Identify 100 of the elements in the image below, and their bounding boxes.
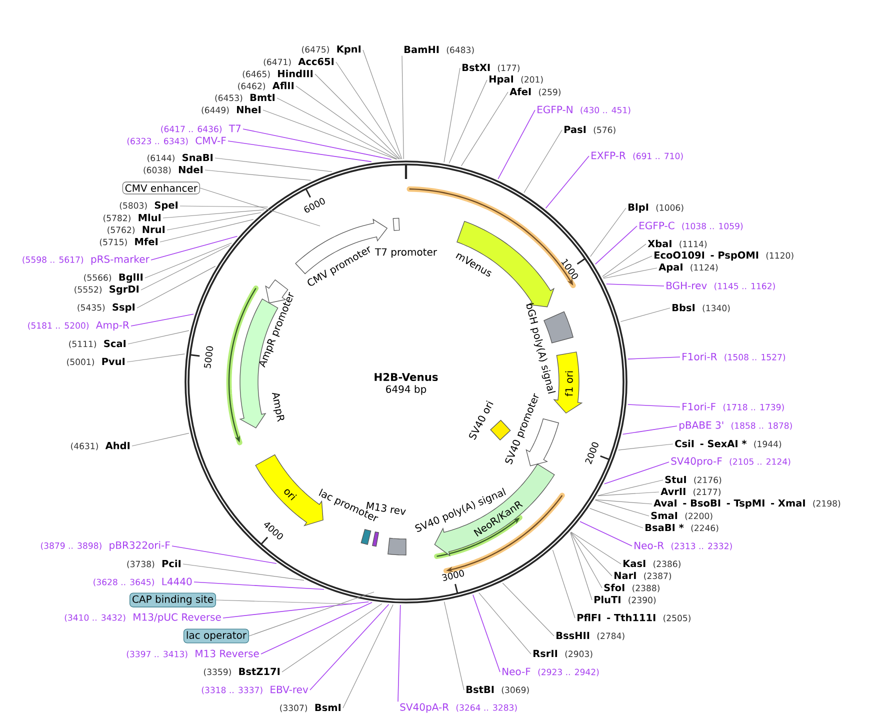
primer-label: (3318 .. 3337) EBV-rev bbox=[202, 686, 308, 694]
leader-line bbox=[618, 444, 674, 450]
primer-label: EGFP-C (1038 .. 1059) bbox=[640, 222, 743, 230]
leader-line bbox=[362, 50, 402, 160]
leader-line bbox=[627, 356, 680, 360]
leader-line bbox=[126, 354, 186, 362]
leader-line bbox=[222, 601, 370, 618]
leader-line bbox=[342, 604, 394, 708]
enzyme-site-label: (6038) NdeI bbox=[144, 166, 202, 174]
feature-label-box: CAP binding site bbox=[130, 592, 216, 608]
enzyme-site-label: ApaI (1124) bbox=[658, 263, 718, 273]
primer-label: F1ori-F (1718 .. 1739) bbox=[682, 402, 784, 412]
enzyme-site-label: EcoO109I - PspOMI (1120) bbox=[654, 251, 794, 261]
leader-line bbox=[444, 601, 464, 690]
leader-line bbox=[136, 266, 216, 308]
leader-line bbox=[472, 594, 500, 672]
enzyme-site-label: (5435) SspI bbox=[78, 303, 134, 313]
leader-line bbox=[248, 592, 374, 636]
leader-line bbox=[444, 68, 460, 163]
enzyme-site-label: (3738) PciI bbox=[127, 560, 180, 568]
leader-line bbox=[603, 268, 658, 279]
enzyme-site-label: PluTI (2390) bbox=[594, 596, 656, 604]
enzyme-site-label: BssHII (2784) bbox=[556, 632, 624, 640]
primer-label: Neo-R (2313 .. 2332) bbox=[634, 542, 732, 550]
primer-label: (3397 .. 3413) M13 Reverse bbox=[126, 650, 259, 658]
plasmid-size: 6494 bp bbox=[386, 385, 426, 395]
leader-line bbox=[162, 210, 265, 218]
enzyme-site-label: (6465) HindIII bbox=[242, 70, 312, 78]
enzyme-site-label: AvaI - BsoBI - TspMI - XmaI (2198) bbox=[654, 499, 840, 509]
leader-line bbox=[597, 492, 660, 496]
leader-line bbox=[594, 226, 638, 265]
enzyme-site-label: RsrII (2903) bbox=[534, 650, 592, 658]
enzyme-site-label: (6453) BmtI bbox=[215, 94, 274, 102]
tick-label: 2000 bbox=[585, 442, 598, 464]
leader-line bbox=[260, 602, 372, 654]
leader-line bbox=[310, 604, 390, 690]
leader-line bbox=[144, 242, 232, 278]
leader-line bbox=[166, 212, 262, 230]
leader-line bbox=[150, 236, 238, 260]
primer-label: (5598 .. 5617) pRS-marker bbox=[22, 255, 150, 265]
primer-label: pBABE 3' (1858 .. 1878) bbox=[680, 421, 792, 431]
leader-line bbox=[594, 500, 650, 516]
primer-label: EGFP-N (430 .. 451) bbox=[538, 106, 630, 114]
primer-label: (6417 .. 6436) T7 bbox=[161, 124, 241, 134]
leader-line bbox=[448, 80, 488, 164]
feature-label-box: lac operator bbox=[183, 628, 249, 644]
leader-line bbox=[398, 604, 401, 702]
leader-line bbox=[282, 603, 382, 672]
primer-label: F1ori-R (1508 .. 1527) bbox=[682, 352, 786, 362]
leader-line bbox=[128, 330, 190, 344]
primer-label: (3628 .. 3645) L4440 bbox=[94, 578, 192, 586]
plasmid-title: H2B-Venus bbox=[374, 372, 438, 382]
enzyme-site-label: BstXI (177) bbox=[462, 64, 520, 72]
enzyme-site-label: NarI (2387) bbox=[614, 572, 672, 580]
primer-label: EXFP-R (691 .. 710) bbox=[592, 152, 683, 160]
leader-line bbox=[314, 74, 400, 160]
leader-line bbox=[570, 532, 602, 588]
leader-line bbox=[622, 426, 678, 435]
leader-line bbox=[276, 98, 398, 160]
leader-line bbox=[545, 156, 590, 209]
enzyme-site-label: HpaI (201) bbox=[490, 75, 543, 85]
enzyme-site-label: (6471) Acc65I bbox=[264, 58, 334, 66]
node-label: SV40 ori bbox=[469, 400, 494, 440]
node-label: T7 promoter bbox=[374, 248, 438, 258]
enzyme-site-label: (3359) BstZ17I bbox=[204, 668, 280, 676]
enzyme-site-label: (5001) PvuI bbox=[67, 358, 124, 366]
enzyme-site-label: (6462) AflII bbox=[238, 82, 294, 90]
enzyme-site-label: StuI (2176) bbox=[665, 476, 722, 484]
leader-line bbox=[461, 92, 508, 166]
leader-line bbox=[200, 188, 320, 226]
leader-line bbox=[602, 244, 646, 277]
leader-line bbox=[524, 130, 562, 194]
leader-line bbox=[570, 532, 592, 600]
leader-line bbox=[620, 308, 670, 322]
leader-line bbox=[402, 55, 404, 160]
leader-line bbox=[132, 432, 190, 446]
leader-line bbox=[172, 546, 277, 564]
enzyme-site-label: AvrII (2177) bbox=[660, 488, 720, 496]
enzyme-site-label: (5552) SgrDI bbox=[74, 285, 138, 295]
enzyme-site-label: CsiI - SexAI * (1944) bbox=[675, 440, 782, 448]
leader-line bbox=[570, 532, 622, 564]
enzyme-site-label: BbsI (1340) bbox=[672, 304, 730, 312]
leader-line bbox=[262, 110, 397, 160]
enzyme-site-label: BamHI (6483) bbox=[404, 46, 474, 54]
leader-line bbox=[627, 404, 680, 408]
enzyme-site-label: (3307) BsmI bbox=[280, 704, 340, 712]
enzyme-site-label: (5762) NruI bbox=[108, 226, 164, 234]
leader-line bbox=[296, 86, 400, 160]
leader-line bbox=[552, 550, 576, 618]
leader-line bbox=[498, 110, 536, 180]
enzyme-site-label: PasI (576) bbox=[564, 126, 616, 134]
leader-line bbox=[182, 564, 304, 581]
enzyme-site-label: BlpI (1006) bbox=[628, 203, 684, 213]
leader-line bbox=[194, 582, 324, 590]
enzyme-site-label: (5715) MfeI bbox=[100, 238, 158, 246]
leader-line bbox=[204, 170, 312, 181]
primer-label: SV40pA-R (3264 .. 3283) bbox=[400, 703, 517, 713]
enzyme-site-label: BsaBI * (2246) bbox=[646, 524, 718, 532]
enzyme-site-label: (5111) ScaI bbox=[69, 340, 126, 348]
promoter-feature: T7 promoter bbox=[374, 218, 438, 258]
